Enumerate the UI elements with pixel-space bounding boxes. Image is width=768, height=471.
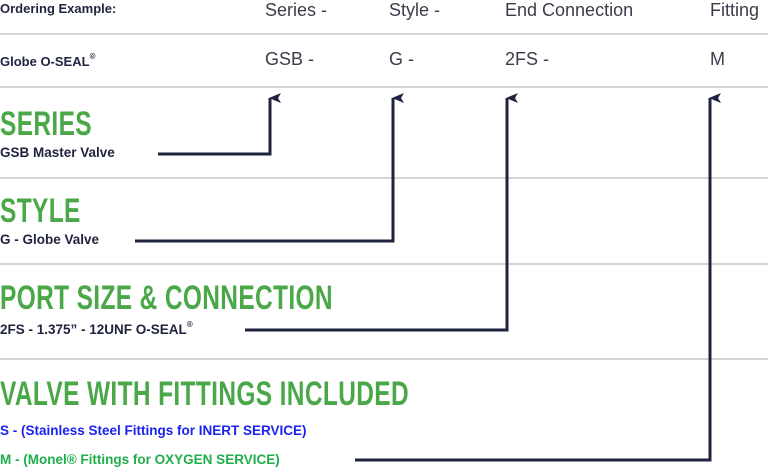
style-connector-arrow [135, 93, 404, 243]
column-style: Style - [389, 0, 441, 20]
product-name: Globe O-SEAL® [0, 52, 96, 69]
registered-mark: ® [89, 52, 96, 61]
value-style: G - [389, 49, 414, 69]
column-series: Series - [265, 0, 328, 20]
series-description: GSB Master Valve [0, 145, 115, 160]
series-connector-arrow [158, 93, 281, 156]
series-heading: SERIES [0, 105, 92, 143]
fittings-heading: VALVE WITH FITTINGS INCLUDED [0, 375, 409, 413]
fitting-option-stainless: S - (Stainless Steel Fittings for INERT … [0, 423, 307, 438]
ordering-example-label: Ordering Example: [0, 1, 117, 16]
registered-mark: ® [186, 320, 193, 329]
port-connector-arrow [245, 93, 518, 332]
column-fitting: Fitting [710, 0, 760, 20]
value-end-connection: 2FS - [505, 49, 550, 69]
divider [0, 177, 768, 179]
divider [0, 86, 768, 88]
port-heading: PORT SIZE & CONNECTION [0, 279, 333, 317]
style-description: G - Globe Valve [0, 232, 100, 247]
value-series: GSB - [265, 49, 315, 69]
divider [0, 33, 768, 35]
port-description: 2FS - 1.375” - 12UNF O-SEAL® [0, 320, 193, 337]
value-fitting: M [710, 49, 725, 69]
product-text: Globe O-SEAL [0, 54, 90, 69]
fitting-connector-arrow [355, 93, 721, 462]
column-end-connection: End Connection [505, 0, 634, 20]
style-heading: STYLE [0, 192, 81, 230]
port-text: 2FS - 1.375” - 12UNF O-SEAL [0, 322, 187, 337]
divider [0, 263, 768, 265]
fitting-option-monel: M - (Monel® Fittings for OXYGEN SERVICE) [0, 452, 280, 467]
divider [0, 358, 768, 360]
